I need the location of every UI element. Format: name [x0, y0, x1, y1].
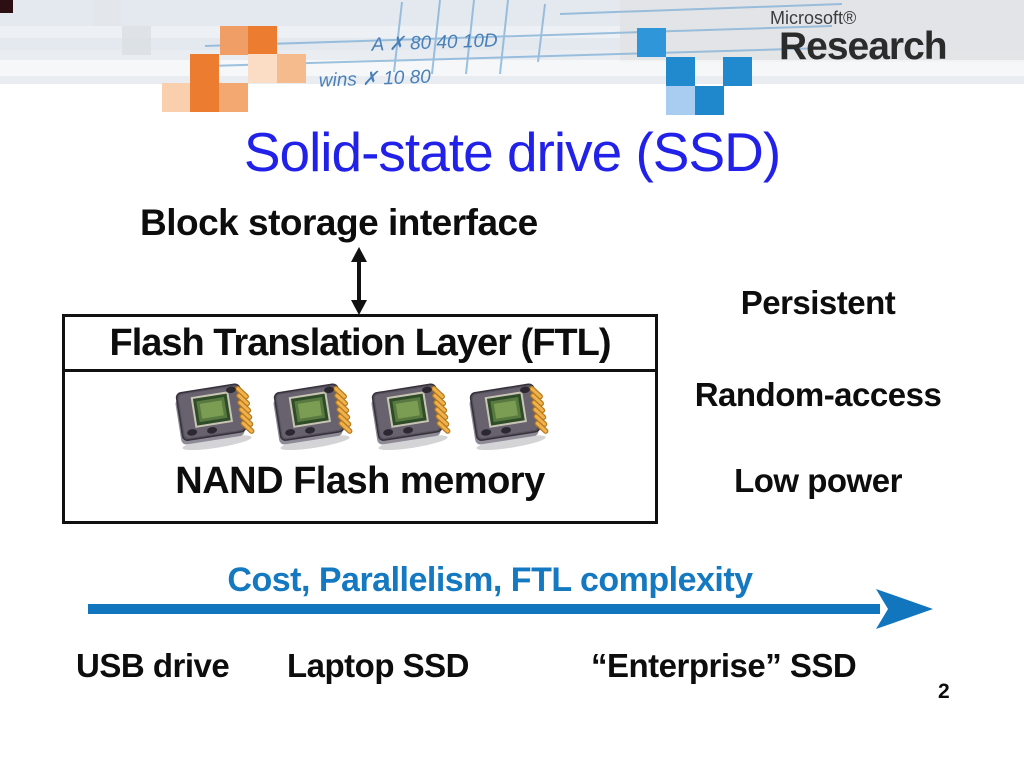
block-storage-interface-label: Block storage interface [140, 202, 538, 243]
double-arrow-icon [351, 247, 367, 315]
blue-square [723, 57, 752, 86]
orange-square [248, 26, 277, 55]
chip-row [65, 372, 655, 458]
blue-square [695, 86, 724, 115]
whiteboard-grid-lines [204, 0, 843, 75]
slide-title: Solid-state drive (SSD) [243, 121, 781, 183]
orange-square [219, 83, 248, 112]
property-random-access: Random-access [694, 376, 942, 413]
logo-microsoft-text: Microsoft® [770, 8, 857, 28]
microsoft-research-logo: Microsoft® Research [770, 8, 948, 69]
orange-square [277, 54, 306, 83]
orange-square [190, 83, 219, 112]
banner: A ✗ 80 40 10D wins ✗ 10 80 Microsoft® Re… [0, 0, 1024, 115]
handwriting-row2: wins ✗ 10 80 [318, 67, 431, 88]
orange-square [248, 54, 277, 83]
corner-pixel [0, 0, 13, 13]
spectrum-point-enterprise-ssd: “Enterprise” SSD [591, 647, 857, 684]
nand-flash-chip-icon [273, 383, 353, 451]
right-arrow-icon [88, 589, 933, 629]
nand-flash-label: NAND Flash memory [175, 460, 545, 502]
spectrum-point-usb-drive: USB drive [76, 647, 230, 684]
ssd-architecture-box: Flash Translation Layer (FTL) [62, 314, 658, 524]
property-low-power: Low power [734, 462, 902, 499]
blue-square [666, 86, 695, 115]
handwriting-row1: A ✗ 80 40 10D [370, 30, 498, 55]
page-number: 2 [938, 680, 950, 703]
blue-square [666, 57, 695, 86]
nand-flash-chip-icon [371, 383, 451, 451]
orange-square [162, 83, 191, 112]
blue-square [637, 28, 666, 57]
spectrum-axis-label: Cost, Parallelism, FTL complexity [227, 561, 753, 599]
logo-research-text: Research [779, 25, 948, 68]
spectrum-point-laptop-ssd: Laptop SSD [287, 647, 470, 684]
nand-flash-chip-icon [469, 383, 549, 451]
property-persistent: Persistent [740, 284, 896, 321]
nand-flash-chip-icon [175, 383, 255, 451]
ftl-layer-label: Flash Translation Layer (FTL) [65, 317, 655, 372]
whiteboard-handwriting: A ✗ 80 40 10D wins ✗ 10 80 [318, 30, 498, 88]
orange-square [220, 26, 249, 55]
orange-square [190, 54, 219, 83]
